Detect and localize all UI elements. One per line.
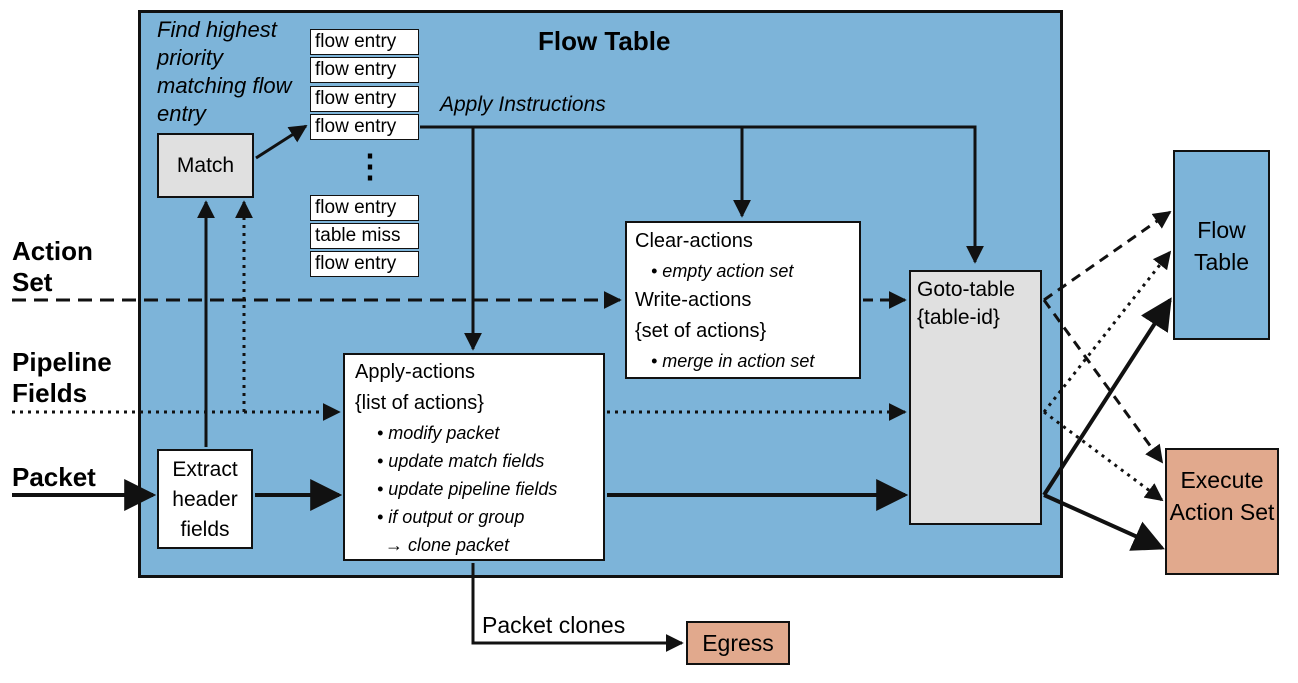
apply-instructions-label: Apply Instructions — [440, 93, 606, 116]
bullet-modify-packet: • modify packet — [377, 423, 500, 443]
ellipsis-icon: ⋮ — [354, 148, 386, 184]
find-highest-priority-label: Find highest priority matching flow entr… — [157, 17, 292, 126]
goto-table-id: {table-id} — [917, 306, 1000, 329]
table-miss-entry: table miss — [310, 223, 419, 249]
bullet-if-output-or-group: • if output or group — [377, 507, 525, 527]
next-flow-table-box: Flow Table — [1173, 150, 1270, 340]
packet-label: Packet — [12, 462, 96, 492]
goto-table-box: Goto-table {table-id} — [909, 270, 1042, 525]
pipeline-fields-label: Pipeline Fields — [12, 347, 112, 408]
bullet-merge-in-action-set: • merge in action set — [651, 351, 815, 371]
clear-actions-title: Clear-actions — [635, 230, 753, 252]
flow-entry-2: flow entry — [310, 57, 419, 83]
flow-entry-1: flow entry — [310, 29, 419, 55]
bullet-update-pipeline-fields: • update pipeline fields — [377, 479, 558, 499]
flow-entry-3: flow entry — [310, 86, 419, 112]
apply-actions-title: Apply-actions — [355, 361, 476, 383]
extract-header-fields-box: Extract header fields — [157, 449, 253, 549]
egress-box: Egress — [686, 621, 790, 665]
clear-write-actions-box: Clear-actions • empty action set Write-a… — [625, 221, 861, 379]
bullet-clone-packet: → clone packet — [385, 535, 510, 555]
bullet-update-match-fields: • update match fields — [377, 451, 545, 471]
flow-entry-4: flow entry — [310, 114, 419, 140]
goto-table-title: Goto-table — [917, 278, 1016, 301]
action-set-label: Action Set — [12, 236, 93, 297]
write-actions-title: Write-actions — [635, 289, 752, 311]
flow-entry-6: flow entry — [310, 251, 419, 277]
write-actions-subtitle: {set of actions} — [635, 320, 767, 342]
match-box: Match — [157, 133, 254, 198]
apply-actions-box: Apply-actions {list of actions} • modify… — [343, 353, 605, 561]
flow-table-title: Flow Table — [538, 26, 671, 56]
packet-clones-label: Packet clones — [482, 612, 626, 638]
apply-actions-subtitle: {list of actions} — [355, 392, 484, 414]
bullet-empty-action-set: • empty action set — [651, 261, 794, 281]
execute-action-set-box: Execute Action Set — [1165, 448, 1279, 575]
flow-entry-5: flow entry — [310, 195, 419, 221]
